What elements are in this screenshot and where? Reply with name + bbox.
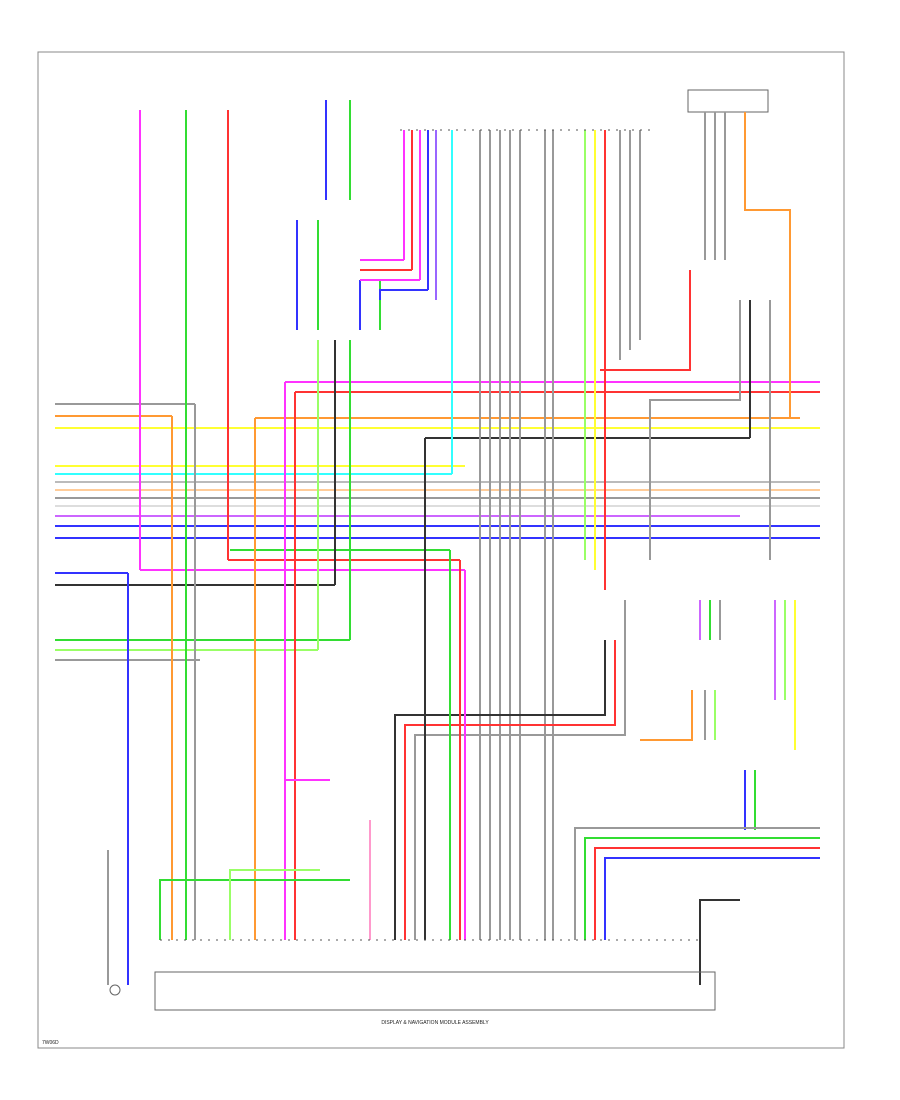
lc-red	[404, 640, 616, 940]
lr-blue-bus	[604, 857, 820, 940]
lc-gray	[414, 600, 626, 940]
tr-gray-route	[649, 300, 741, 560]
antenna-symbol	[109, 984, 121, 996]
horizontal-bus	[55, 381, 820, 661]
lc-green-lower	[159, 879, 350, 940]
top-left-feeds	[107, 110, 229, 985]
main-module-box	[154, 971, 716, 1011]
lower-right	[574, 600, 820, 985]
lc-light-green-lower	[229, 869, 320, 940]
top-right-module-box	[687, 89, 769, 113]
lr-green-bus	[584, 837, 820, 940]
top-center-connector	[360, 130, 641, 940]
connector-pins	[160, 129, 700, 941]
tr-red	[600, 270, 691, 371]
tc-route-4	[379, 289, 428, 300]
corner-tag: 7W06D	[42, 1040, 59, 1046]
main-module-label: DISPLAY & NAVIGATION MODULE ASSEMBLY	[381, 1020, 489, 1026]
lc-black	[394, 640, 606, 940]
lr-red-bus	[594, 847, 820, 940]
diagram-frame	[37, 51, 845, 1049]
sensor-cluster	[254, 100, 381, 940]
lr-gray-bus-1	[574, 827, 820, 940]
lr-black-route	[699, 899, 740, 985]
top-right-module	[600, 89, 791, 560]
tr-orange	[744, 112, 791, 418]
lower-center	[159, 438, 626, 940]
lr-orange-route	[640, 690, 693, 741]
